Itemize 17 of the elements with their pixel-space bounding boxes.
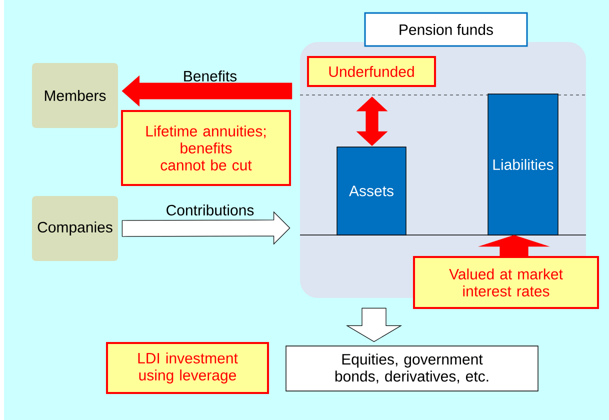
block-arrow <box>122 211 290 245</box>
block-arrow <box>478 235 550 256</box>
callout-box: Lifetime annuities; benefits cannot be cut <box>121 110 291 186</box>
edge-label: Benefits <box>182 69 238 82</box>
asset-box: Equities, government bonds, derivatives, etc. <box>286 346 538 392</box>
heading-box: Pension funds <box>364 12 528 47</box>
actor-box: Companies <box>32 196 118 261</box>
balance-bar: Liabilities <box>488 94 558 236</box>
actor-box: Members <box>32 63 118 128</box>
block-arrow <box>346 308 402 342</box>
block-arrow <box>122 75 292 107</box>
callout-box: Valued at market interest rates <box>413 256 599 309</box>
balance-bar: Assets <box>336 146 406 236</box>
callout-box: Underfunded <box>307 56 436 87</box>
callout-box: LDI investment using leverage <box>106 342 269 394</box>
block-arrow <box>356 96 388 146</box>
edge-label: Contributions <box>164 203 256 216</box>
